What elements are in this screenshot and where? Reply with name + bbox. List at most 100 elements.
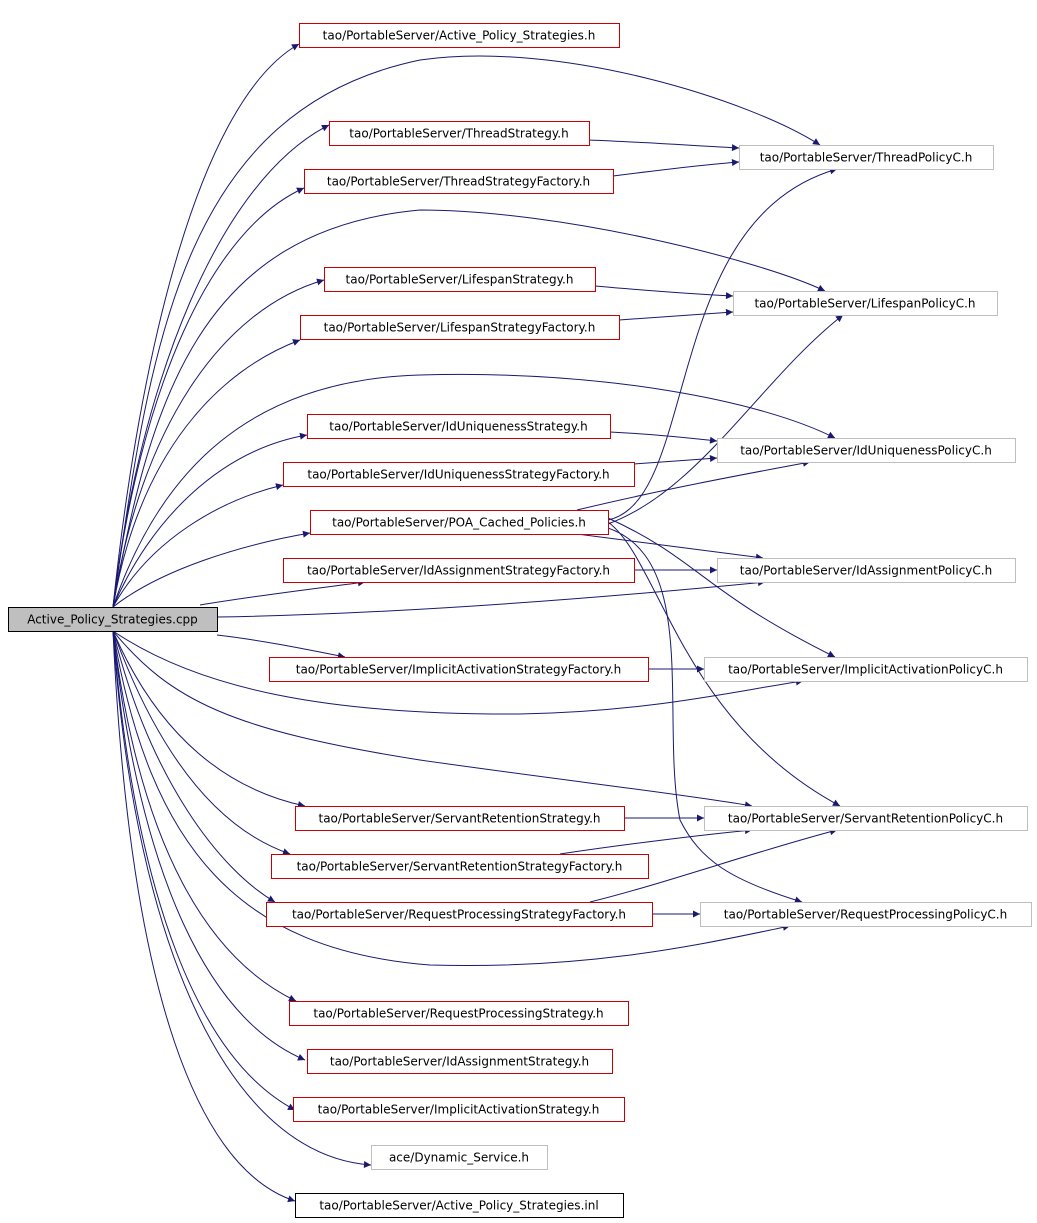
node-box [289, 1001, 629, 1026]
edge-rpsf_h-to-srp_h [589, 828, 838, 903]
node-label: tao/PortableServer/ThreadStrategy.h [349, 127, 568, 141]
edge-poa_h-to-srp_h [607, 521, 841, 807]
node-iacp-h[interactable]: tao/PortableServer/ImplicitActivationPol… [704, 657, 1028, 682]
node-root[interactable]: Active_Policy_Strategies.cpp [8, 607, 218, 632]
node-poa-h[interactable]: tao/PortableServer/POA_Cached_Policies.h [310, 510, 609, 535]
node-box [704, 806, 1028, 831]
node-label: tao/PortableServer/LifespanPolicyC.h [754, 297, 975, 311]
edge-poa_h-to-tp_h [607, 167, 838, 521]
edge-layer [112, 43, 844, 1203]
node-aps-inl[interactable]: tao/PortableServer/Active_Policy_Strateg… [295, 1193, 624, 1218]
edge-root-to-iasf_h [199, 579, 366, 606]
node-lp-h[interactable]: tao/PortableServer/LifespanPolicyC.h [733, 291, 998, 316]
node-box [271, 854, 649, 879]
node-label: tao/PortableServer/IdUniquenessStrategyF… [307, 468, 609, 482]
node-label: tao/PortableServer/ServantRetentionStrat… [319, 812, 601, 826]
node-iap-h[interactable]: tao/PortableServer/IdAssignmentPolicyC.h [717, 558, 1016, 583]
node-layer: Active_Policy_Strategies.cpp tao/Portable… [8, 23, 1032, 1218]
edge-root-to-lsf_h [112, 339, 301, 608]
node-aps-h[interactable]: tao/PortableServer/Active_Policy_Strateg… [299, 23, 620, 48]
node-rpsf-h[interactable]: tao/PortableServer/RequestProcessingStra… [266, 902, 653, 927]
node-label: tao/PortableServer/Active_Policy_Strateg… [323, 29, 596, 43]
node-dyn-h[interactable]: ace/Dynamic_Service.h [371, 1145, 548, 1170]
edge-root-to-poa_h [112, 530, 311, 608]
node-srp-h[interactable]: tao/PortableServer/ServantRetentionPolic… [704, 806, 1028, 831]
edge-root-to-dyn_h [112, 630, 372, 1168]
node-label: tao/PortableServer/IdAssignmentStrategy.… [330, 1055, 589, 1069]
edge-root-to-iacp_h [112, 630, 804, 715]
node-label: Active_Policy_Strategies.cpp [27, 613, 198, 627]
edge-root-to-ias_h [112, 630, 306, 1061]
node-label: tao/PortableServer/IdAssignmentPolicyC.h [740, 564, 992, 578]
edge-root-to-iusf_h [112, 483, 284, 608]
node-tp-h[interactable]: tao/PortableServer/ThreadPolicyC.h [739, 145, 994, 170]
node-ls-h[interactable]: tao/PortableServer/LifespanStrategy.h [324, 267, 596, 292]
edge-root-to-tsf_h [112, 187, 305, 608]
edge-iusf_h-to-iup_h [633, 455, 718, 465]
edge-root-to-iacsf_h [216, 634, 346, 660]
node-iusf-h[interactable]: tao/PortableServer/IdUniquenessStrategyF… [283, 462, 635, 487]
node-ias-h[interactable]: tao/PortableServer/IdAssignmentStrategy.… [307, 1049, 613, 1074]
node-label: tao/PortableServer/LifespanStrategyFacto… [324, 321, 596, 335]
node-rps-h[interactable]: tao/PortableServer/RequestProcessingStra… [289, 1001, 629, 1026]
node-iacs-h[interactable]: tao/PortableServer/ImplicitActivationStr… [293, 1097, 625, 1122]
node-box [300, 315, 620, 340]
node-label: tao/PortableServer/LifespanStrategy.h [346, 273, 574, 287]
node-box [739, 145, 994, 170]
edge-root-to-srp_h [112, 630, 753, 809]
node-label: tao/PortableServer/ThreadPolicyC.h [760, 151, 973, 165]
node-label: tao/PortableServer/POA_Cached_Policies.h [332, 516, 586, 530]
node-iup-h[interactable]: tao/PortableServer/IdUniquenessPolicyC.h [717, 438, 1016, 463]
edge-root-to-iacs_h [112, 630, 296, 1111]
node-box [371, 1145, 548, 1170]
node-srs-h[interactable]: tao/PortableServer/ServantRetentionStrat… [295, 806, 625, 831]
node-label: tao/PortableServer/ServantRetentionStrat… [297, 860, 623, 874]
node-box [304, 169, 614, 194]
node-box [283, 462, 635, 487]
node-rpp-h[interactable]: tao/PortableServer/RequestProcessingPoli… [700, 902, 1032, 927]
node-lsf-h[interactable]: tao/PortableServer/LifespanStrategyFacto… [300, 315, 620, 340]
node-box [700, 902, 1032, 927]
node-box [295, 806, 625, 831]
edge-root-to-aps_h [112, 43, 300, 608]
node-iasf-h[interactable]: tao/PortableServer/IdAssignmentStrategyF… [283, 558, 635, 583]
edge-poa_h-to-iup_h [576, 459, 811, 511]
edge-root-to-iup_h [112, 374, 836, 608]
node-box [295, 1193, 624, 1218]
edge-poa_h-to-iacp_h [607, 517, 836, 658]
node-box [324, 267, 596, 292]
node-label: ace/Dynamic_Service.h [389, 1151, 529, 1165]
node-label: tao/PortableServer/RequestProcessingStra… [292, 908, 626, 922]
edge-root-to-lp_h [112, 209, 826, 608]
edge-poa_h-to-iap_h [576, 533, 764, 561]
edge-root-to-rps_h [112, 630, 297, 1002]
edge-root-to-iap_h [216, 579, 766, 618]
node-srsf-h[interactable]: tao/PortableServer/ServantRetentionStrat… [271, 854, 649, 879]
edge-ts_h-to-tp_h [588, 139, 740, 152]
node-box [299, 23, 620, 48]
node-tsf-h[interactable]: tao/PortableServer/ThreadStrategyFactory… [304, 169, 614, 194]
node-label: tao/PortableServer/RequestProcessingStra… [313, 1007, 603, 1021]
node-box [307, 414, 611, 439]
node-label: tao/PortableServer/Active_Policy_Strateg… [319, 1199, 598, 1213]
node-label: tao/PortableServer/ThreadStrategyFactory… [327, 175, 590, 189]
node-box [704, 657, 1028, 682]
edge-root-to-ius_h [112, 432, 308, 608]
node-ius-h[interactable]: tao/PortableServer/IdUniquenessStrategy.… [307, 414, 611, 439]
edge-root-to-tp_h [112, 55, 821, 608]
node-label: tao/PortableServer/IdAssignmentStrategyF… [307, 564, 610, 578]
node-box [8, 607, 218, 632]
node-box [717, 558, 1016, 583]
edge-root-to-aps_inl [112, 630, 296, 1203]
node-box [329, 121, 590, 146]
node-label: tao/PortableServer/ServantRetentionPolic… [728, 812, 1003, 826]
node-label: tao/PortableServer/IdUniquenessPolicyC.h [740, 444, 992, 458]
edge-ls_h-to-lp_h [594, 285, 734, 300]
edge-ius_h-to-iup_h [609, 431, 718, 444]
edge-lsf_h-to-lp_h [618, 308, 734, 321]
node-box [307, 1049, 613, 1074]
edge-poa_h-to-rpp_h [607, 527, 803, 904]
node-ts-h[interactable]: tao/PortableServer/ThreadStrategy.h [329, 121, 590, 146]
node-iacsf-h[interactable]: tao/PortableServer/ImplicitActivationStr… [269, 657, 649, 682]
